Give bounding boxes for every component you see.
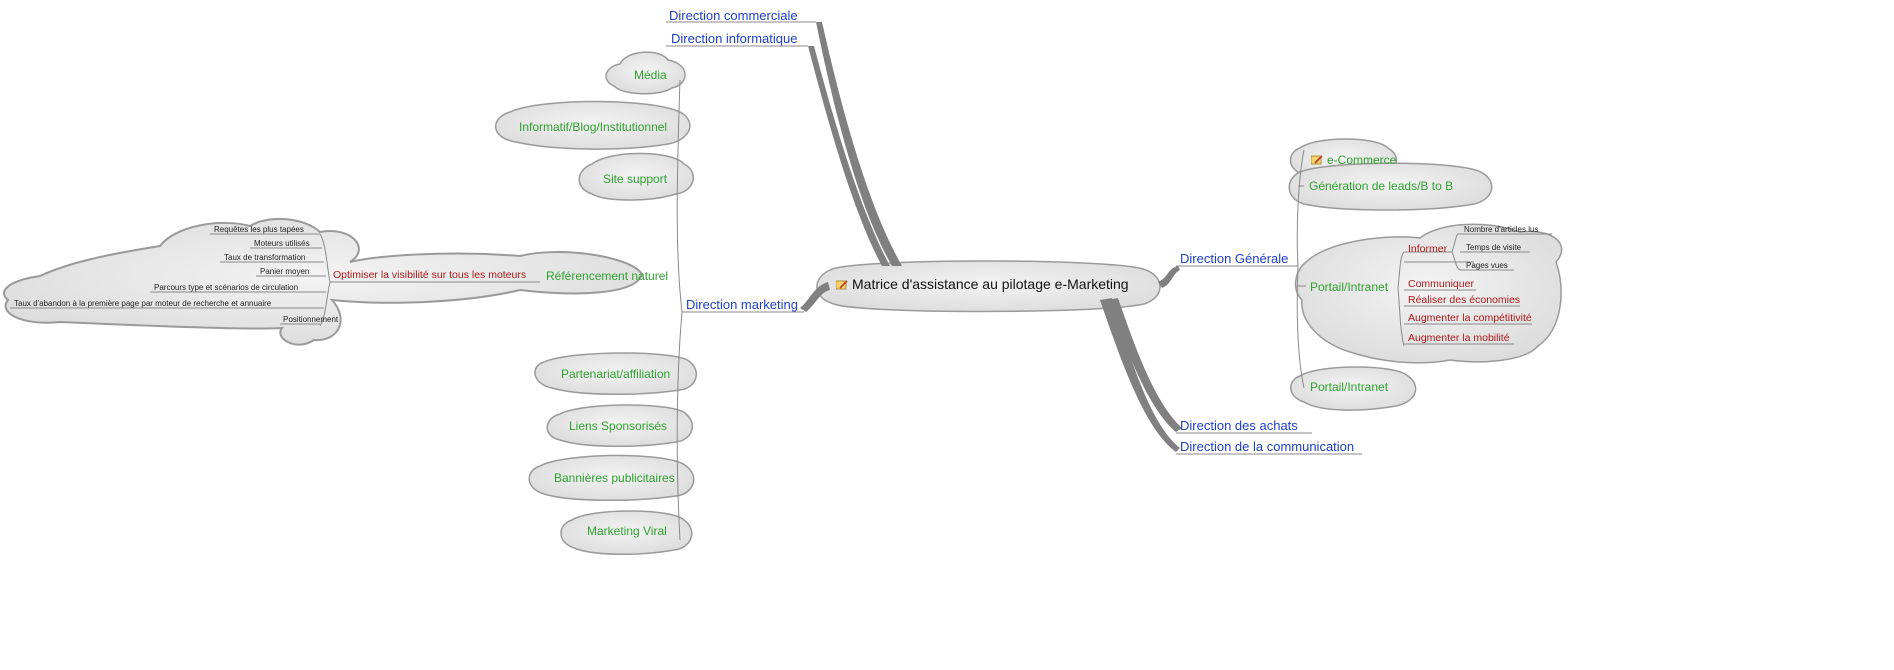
item-positionnement[interactable]: Positionnement — [283, 315, 339, 324]
bannieres-cloud — [528, 454, 695, 501]
connector-center-communication — [1100, 298, 1180, 452]
subtopic-mobilite[interactable]: Augmenter la mobilité — [1408, 332, 1510, 344]
branch-direction-communication[interactable]: Direction de la communication — [1180, 439, 1355, 454]
topic-portail[interactable]: Portail/Intranet — [1310, 280, 1389, 294]
topic-referencement[interactable]: Référencement naturel — [546, 269, 669, 283]
viral-cloud — [560, 510, 693, 556]
topic-ecommerce[interactable]: e-Commerce — [1311, 154, 1396, 166]
liens-cloud — [546, 404, 694, 448]
item-taux-transformation[interactable]: Taux de transformation — [224, 253, 306, 262]
topic-portail-2[interactable]: Portail/Intranet — [1310, 380, 1389, 394]
item-requetes[interactable]: Requêtes les plus tapées — [214, 225, 304, 234]
subtopic-economies[interactable]: Réaliser des économies — [1408, 294, 1521, 306]
topic-informatif[interactable]: Informatif/Blog/Institutionnel — [519, 120, 668, 134]
topic-bannieres[interactable]: Bannières publicitaires — [554, 471, 675, 485]
central-topic-cloud — [816, 260, 1161, 313]
portail2-cloud — [1290, 366, 1417, 411]
item-temps-visite[interactable]: Temps de visite — [1466, 243, 1522, 252]
branch-direction-informatique[interactable]: Direction informatique — [671, 31, 798, 46]
item-pages-vues[interactable]: Pages vues — [1466, 261, 1508, 270]
informatif-cloud — [494, 100, 691, 150]
item-taux-abandon[interactable]: Taux d'abandon à la première page par mo… — [14, 299, 272, 308]
topic-site-support[interactable]: Site support — [603, 172, 668, 186]
branch-direction-generale[interactable]: Direction Générale — [1180, 251, 1289, 266]
notebook-pencil-icon — [1311, 155, 1323, 165]
referencement-cloud — [3, 217, 644, 346]
connector-center-commerciale — [816, 22, 902, 266]
topic-media[interactable]: Média — [634, 68, 667, 82]
central-topic-label: Matrice d'assistance au pilotage e-Marke… — [852, 276, 1129, 292]
subtopic-communiquer[interactable]: Communiquer — [1408, 278, 1474, 290]
site-support-cloud — [578, 152, 694, 201]
topic-leads[interactable]: Génération de leads/B to B — [1309, 179, 1454, 193]
subtopic-informer[interactable]: Informer — [1408, 243, 1448, 255]
leads-cloud — [1288, 162, 1493, 211]
central-topic[interactable]: Matrice d'assistance au pilotage e-Marke… — [836, 277, 1129, 291]
item-moteurs[interactable]: Moteurs utilisés — [254, 239, 310, 248]
topic-partenariat[interactable]: Partenariat/affiliation — [561, 367, 671, 381]
partenariat-cloud — [534, 352, 698, 395]
item-articles-lus[interactable]: Nombre d'articles lus — [1464, 225, 1539, 234]
branch-direction-achats[interactable]: Direction des achats — [1180, 418, 1298, 433]
portail-cloud — [1294, 223, 1563, 364]
topic-liens[interactable]: Liens Sponsorisés — [569, 419, 668, 433]
item-panier[interactable]: Panier moyen — [260, 267, 310, 276]
topic-ecommerce-label: e-Commerce — [1327, 153, 1397, 167]
subtopic-optimiser[interactable]: Optimiser la visibilité sur tous les mot… — [333, 269, 527, 281]
branch-direction-commerciale[interactable]: Direction commerciale — [669, 8, 798, 23]
connector-center-marketing — [800, 282, 830, 312]
connector-center-generale — [1158, 266, 1180, 288]
connector-center-informatique — [808, 46, 890, 266]
branch-direction-marketing[interactable]: Direction marketing — [686, 297, 798, 312]
topic-viral[interactable]: Marketing Viral — [587, 524, 667, 538]
connector-center-achats — [1108, 298, 1182, 432]
media-cloud — [605, 51, 686, 95]
item-parcours[interactable]: Parcours type et scénarios de circulatio… — [154, 283, 299, 292]
notebook-pencil-icon — [836, 280, 848, 290]
subtopic-competitivite[interactable]: Augmenter la compétitivité — [1408, 312, 1532, 324]
